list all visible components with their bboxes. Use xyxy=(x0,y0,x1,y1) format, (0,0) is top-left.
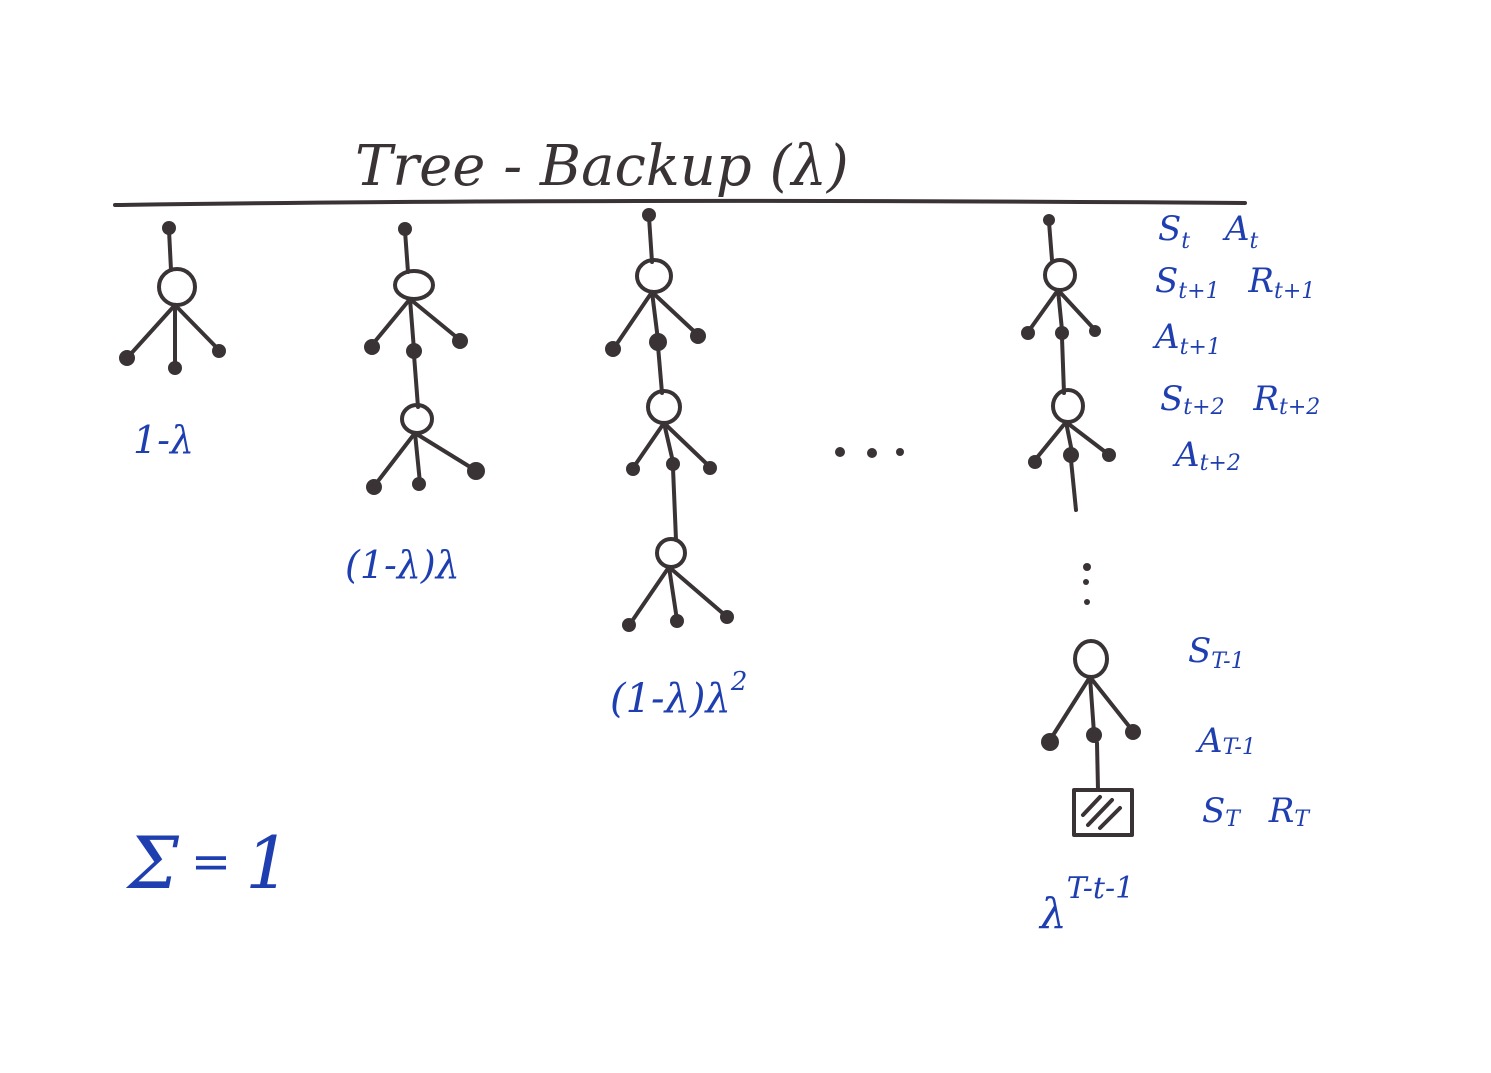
label-at2: At+2 xyxy=(1172,435,1241,476)
weight-label-three-step: (1-λ)λ2 xyxy=(610,667,747,722)
backup-diagram-two-step xyxy=(364,222,485,495)
label-sT1: ST-1 xyxy=(1188,631,1245,674)
label-aT1: AT-1 xyxy=(1195,721,1256,761)
terminal-state-square xyxy=(1072,788,1134,837)
diagram-title: Tree - Backup (λ) xyxy=(355,134,849,199)
weight-label-one-step: 1-λ xyxy=(133,418,194,462)
label-st-at: St At xyxy=(1158,209,1259,257)
backup-diagram-three-step xyxy=(605,208,734,632)
side-labels: St At St+1 Rt+1 At+1 St+2 Rt+2 At+2 ST-1… xyxy=(1152,209,1320,835)
backup-diagram-one-step xyxy=(119,221,226,375)
label-st1-rt1: St+1 Rt+1 xyxy=(1155,261,1315,307)
sum-equation: Σ=1 xyxy=(125,821,291,905)
label-sT-rT: ST RT xyxy=(1202,791,1311,835)
title-underline xyxy=(113,198,1247,207)
label-at1: At+1 xyxy=(1152,317,1221,360)
backup-diagram-full-episode xyxy=(1021,214,1141,837)
weight-label-two-step: (1-λ)λ xyxy=(345,543,460,587)
ellipsis-dots xyxy=(835,447,904,458)
weight-label-full-episode: λT-t-1 xyxy=(1038,871,1134,938)
label-st2-rt2: St+2 Rt+2 xyxy=(1160,379,1320,423)
